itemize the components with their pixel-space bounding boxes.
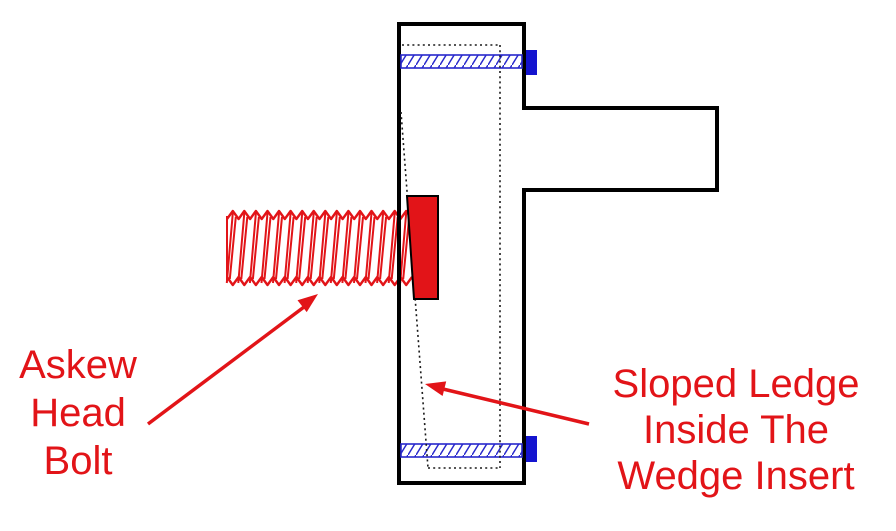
top-blue-anchor-block [524, 50, 537, 75]
askew-head-bolt-threads [225, 209, 413, 287]
askew-bolt-arrow-line [146, 305, 306, 426]
sloped-ledge-arrow [425, 381, 590, 426]
askew-bolt-arrow [146, 294, 318, 426]
thread-flank-lines [225, 212, 411, 284]
flanged-block-outline [397, 22, 719, 485]
top-hatched-strip [400, 54, 523, 69]
thread-top-zigzag [226, 209, 413, 221]
label-askew-head-bolt: Askew Head Bolt [19, 343, 137, 483]
sloped-ledge-arrow-head [425, 381, 447, 396]
askew-bolt-head [405, 195, 439, 300]
bottom-hatched-strip [400, 443, 523, 458]
askew-bolt-arrow-head [297, 294, 318, 313]
sloped-ledge-arrow-line [442, 387, 590, 426]
label-sloped-ledge: Sloped Ledge Inside The Wedge Insert [612, 362, 860, 498]
bottom-blue-anchor-block [524, 436, 537, 462]
